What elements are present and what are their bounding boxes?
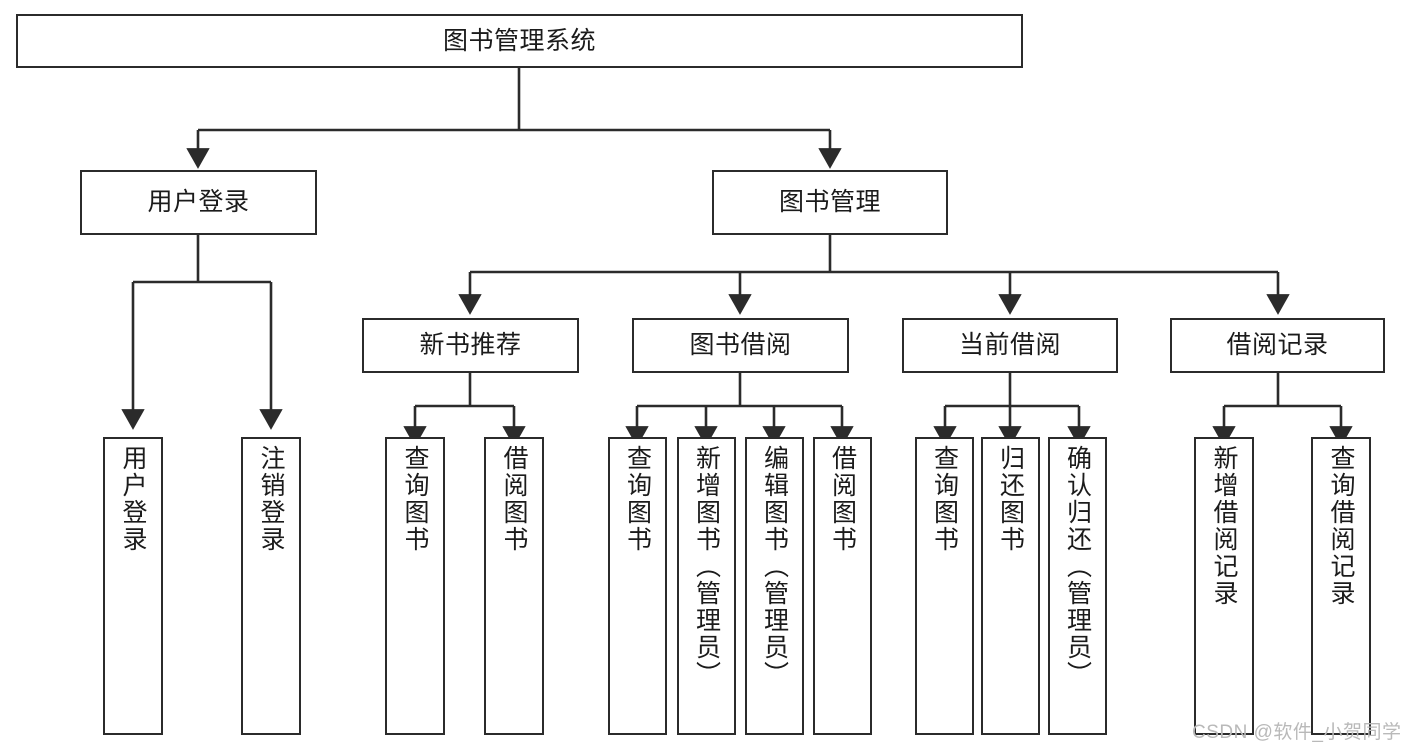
node-current-borrow[interactable]: 当前借阅	[902, 318, 1118, 373]
leaf-borrow-record-add[interactable]: 新增借阅记录	[1194, 437, 1254, 735]
node-label: 借阅图书	[500, 445, 528, 553]
node-label: 借阅记录	[1226, 331, 1329, 360]
node-label: 新增借阅记录	[1210, 445, 1238, 607]
node-label: 图书管理系统	[442, 26, 596, 55]
leaf-borrow-record-query[interactable]: 查询借阅记录	[1311, 437, 1371, 735]
node-root-book-management-system[interactable]: 图书管理系统	[16, 14, 1023, 68]
node-label: 图书借阅	[689, 331, 792, 360]
leaf-new-book-query[interactable]: 查询图书	[385, 437, 445, 735]
leaf-book-borrow-borrow[interactable]: 借阅图书	[813, 437, 872, 735]
node-label: 编辑图书（管理员）	[760, 445, 789, 688]
node-book-borrow[interactable]: 图书借阅	[632, 318, 849, 373]
leaf-book-borrow-edit[interactable]: 编辑图书（管理员）	[745, 437, 804, 735]
node-label: 查询图书	[623, 445, 652, 553]
leaf-current-borrow-query[interactable]: 查询图书	[915, 437, 974, 735]
node-new-book-recommend[interactable]: 新书推荐	[362, 318, 579, 373]
leaf-current-borrow-confirm-return[interactable]: 确认归还（管理员）	[1048, 437, 1107, 735]
node-label: 查询图书	[401, 445, 429, 553]
node-label: 新书推荐	[419, 331, 522, 360]
node-label: 归还图书	[996, 445, 1025, 553]
node-label: 图书管理	[778, 188, 881, 217]
node-label: 注销登录	[257, 445, 285, 553]
node-label: 新增图书（管理员）	[692, 445, 721, 688]
node-label: 查询图书	[930, 445, 959, 553]
node-label: 用户登录	[119, 445, 147, 553]
csdn-watermark: CSDN @软件_小贺同学	[1192, 722, 1402, 743]
leaf-user-login-logout[interactable]: 注销登录	[241, 437, 301, 735]
node-label: 借阅图书	[828, 445, 857, 553]
node-user-login[interactable]: 用户登录	[80, 170, 317, 235]
node-label: 查询借阅记录	[1327, 445, 1355, 607]
node-label: 当前借阅	[958, 331, 1061, 360]
leaf-book-borrow-add[interactable]: 新增图书（管理员）	[677, 437, 736, 735]
leaf-current-borrow-return[interactable]: 归还图书	[981, 437, 1040, 735]
node-label: 确认归还（管理员）	[1063, 445, 1092, 688]
leaf-new-book-borrow[interactable]: 借阅图书	[484, 437, 544, 735]
leaf-user-login-login[interactable]: 用户登录	[103, 437, 163, 735]
node-label: 用户登录	[147, 188, 250, 217]
node-book-management[interactable]: 图书管理	[712, 170, 948, 235]
leaf-book-borrow-query[interactable]: 查询图书	[608, 437, 667, 735]
node-borrow-record[interactable]: 借阅记录	[1170, 318, 1385, 373]
